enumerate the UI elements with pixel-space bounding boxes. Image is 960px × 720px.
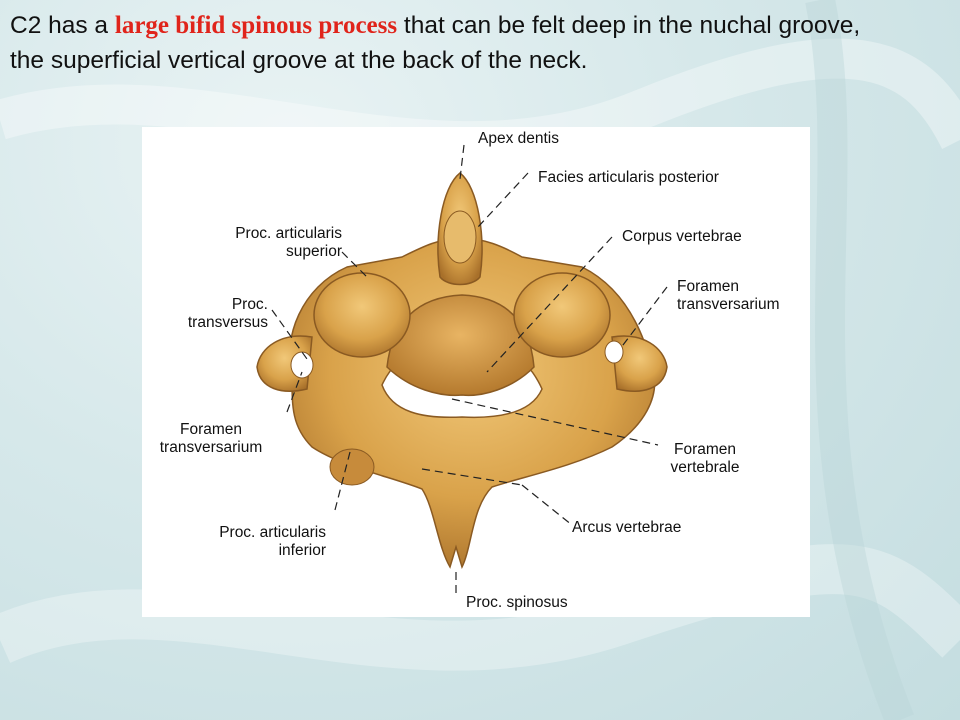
- label-foramen-vertebrale: Foramen vertebrale: [670, 441, 740, 476]
- label-facies-articularis-posterior: Facies articularis posterior: [538, 169, 719, 186]
- foramen-transversarium-right-hole: [604, 340, 624, 364]
- caption-highlight: large bifid spinous process: [114, 12, 398, 39]
- proc-articularis-superior-right: [513, 272, 611, 358]
- proc-articularis-superior-left: [313, 272, 411, 358]
- caption-rest: that can be felt deep in the nuchal groo…: [10, 12, 861, 74]
- label-proc-spinosus: Proc. spinosus: [466, 594, 568, 611]
- facies-articularis-shape: [443, 210, 477, 264]
- corpus-vertebrae-shape: [386, 294, 535, 397]
- label-apex-dentis: Apex dentis: [478, 130, 559, 147]
- slide-caption: C2 has a large bifid spinous process tha…: [10, 8, 890, 78]
- foramen-transversarium-left-hole: [290, 351, 314, 379]
- label-corpus-vertebrae: Corpus vertebrae: [622, 228, 742, 245]
- proc-articularis-inferior-left: [329, 448, 375, 486]
- label-arcus-vertebrae: Arcus vertebrae: [572, 519, 682, 536]
- label-proc-transversus: Proc. transversus: [187, 296, 268, 331]
- proc-transversus-right: [611, 335, 668, 392]
- vertebra-figure: Apex dentis Facies articularis posterior…: [142, 127, 810, 617]
- label-proc-articularis-inferior: Proc. articularis inferior: [219, 524, 326, 559]
- label-proc-articularis-superior: Proc. articularis superior: [235, 225, 342, 260]
- caption-lead: C2 has a: [10, 12, 115, 39]
- axis-vertebra-illustration: [256, 144, 668, 597]
- leader-lines: [271, 144, 668, 597]
- label-foramen-transversarium-left: Foramen transversarium: [159, 421, 263, 456]
- label-foramen-transversarium-right: Foramen transversarium: [677, 278, 780, 313]
